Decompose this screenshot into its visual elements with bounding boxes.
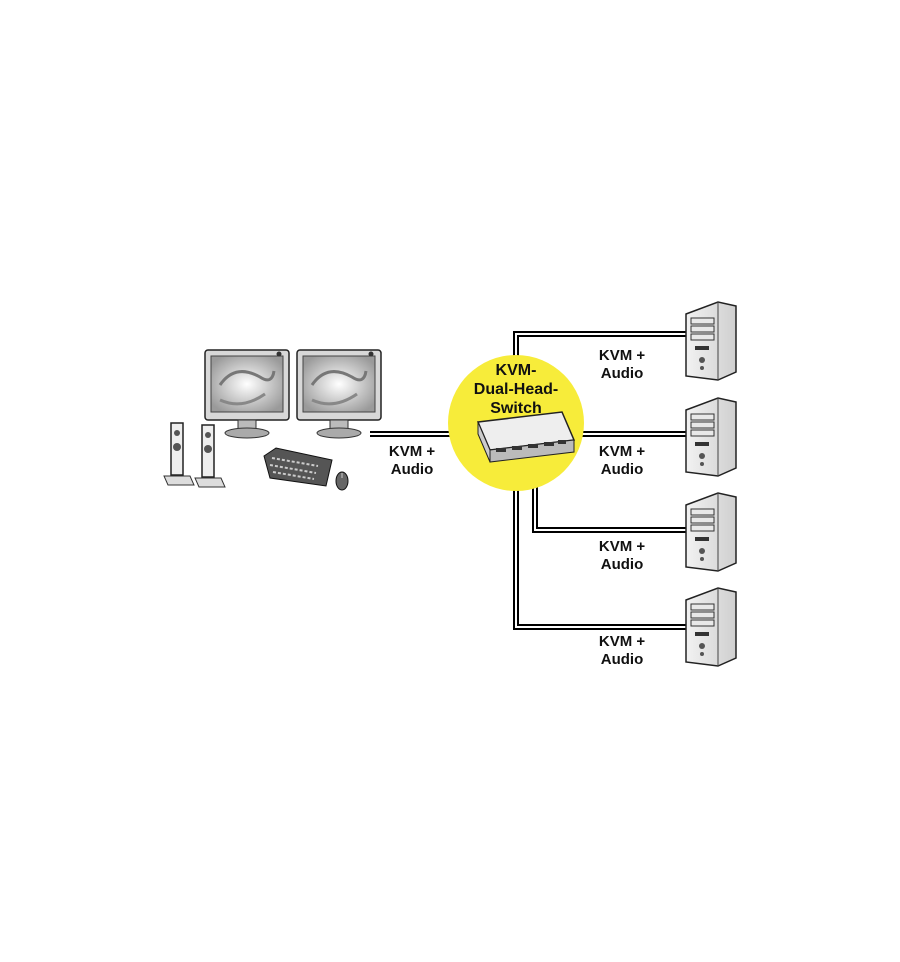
cable-pc-3 xyxy=(532,480,686,533)
workstation-link-line1: KVM + xyxy=(389,443,436,460)
cable-pc-3-core xyxy=(534,480,686,531)
speaker-icon xyxy=(163,422,195,486)
pc-4-link-line2: Audio xyxy=(601,651,644,668)
monitor-icon xyxy=(296,349,382,439)
pc-tower-icon xyxy=(685,301,737,381)
pc-3-link-line2: Audio xyxy=(601,556,644,573)
pc-4-link-line1: KVM + xyxy=(599,633,646,650)
keyboard-icon xyxy=(263,447,333,487)
pc-towers xyxy=(685,301,737,667)
switch-label-line2: Dual-Head- xyxy=(474,381,558,398)
pc-tower-icon xyxy=(685,587,737,667)
switch-label-line1: KVM- xyxy=(496,362,537,379)
pc-1-link-line1: KVM + xyxy=(599,347,646,364)
workstation-link-line2: Audio xyxy=(391,461,434,478)
pc-tower-icon xyxy=(685,397,737,477)
monitor-icon xyxy=(204,349,290,439)
pc-1-link-line2: Audio xyxy=(601,365,644,382)
pc-tower-icon xyxy=(685,492,737,572)
pc-2-link-line1: KVM + xyxy=(599,443,646,460)
pc-3-link-line1: KVM + xyxy=(599,538,646,555)
kvm-switch-icon xyxy=(476,411,576,463)
switch-label-line3: Switch xyxy=(490,400,542,417)
cable-pc-4-core xyxy=(515,480,686,628)
speaker-icon xyxy=(194,424,226,488)
mouse-icon xyxy=(335,471,349,491)
pc-2-link-line2: Audio xyxy=(601,461,644,478)
kvm-switch-badge: KVM- Dual-Head- Switch xyxy=(448,355,584,491)
